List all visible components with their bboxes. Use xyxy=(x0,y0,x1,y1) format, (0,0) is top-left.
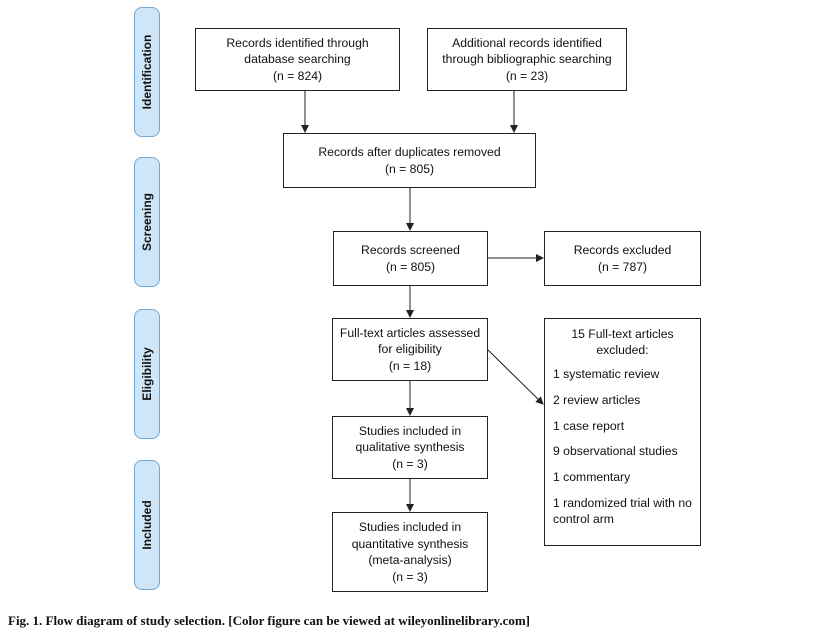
records-excluded-line: Records excluded xyxy=(573,243,672,257)
phase-identification: Identification xyxy=(134,7,160,137)
phase-screening: Screening xyxy=(134,157,160,287)
database-records-count: (n = 824) xyxy=(272,68,323,83)
arrow-fulltext-to-excluded-reasons xyxy=(487,349,544,405)
figure-caption: Fig. 1. Flow diagram of study selection.… xyxy=(8,613,530,628)
phase-eligibility: Eligibility xyxy=(134,309,160,439)
quantitative-synthesis-line: quantitative synthesis xyxy=(351,536,469,551)
after-duplicates-box: Records after duplicates removed (n = 80… xyxy=(283,133,536,188)
exclusion-reason-text: 1 case report xyxy=(553,418,625,433)
bibliographic-records-box: Additional records identified through bi… xyxy=(427,28,627,91)
bibliographic-records-line: Additional records identified xyxy=(452,35,602,50)
qualitative-synthesis-line: qualitative synthesis xyxy=(355,440,465,455)
fulltext-assessed-box: Full-text articles assessed for eligibil… xyxy=(332,318,488,381)
records-excluded-box: Records excluded (n = 787) xyxy=(544,231,701,286)
records-excluded-count: (n = 787) xyxy=(597,259,648,274)
qualitative-synthesis-line: Studies included in xyxy=(358,423,462,438)
fulltext-excluded-heading-line: 15 Full-text articles xyxy=(571,327,674,341)
after-duplicates-count: (n = 805) xyxy=(384,161,435,176)
exclusion-reason: 2 review articles xyxy=(553,392,700,408)
quantitative-synthesis-line: Studies included in xyxy=(358,520,462,534)
exclusion-reason: 1 randomized trial with no control arm xyxy=(553,495,700,527)
exclusion-reason: 1 commentary xyxy=(553,469,700,485)
phase-included: Included xyxy=(134,460,160,590)
bibliographic-records-line: through bibliographic searching xyxy=(442,52,612,67)
exclusion-reason-text: 9 observational studies xyxy=(553,444,678,459)
exclusion-reason: 1 case report xyxy=(553,418,700,434)
database-records-box: Records identified through database sear… xyxy=(195,28,400,91)
exclusion-reason-text: 1 commentary xyxy=(553,470,631,485)
records-screened-count: (n = 805) xyxy=(385,259,436,274)
exclusion-reason-text: 1 randomized trial with no xyxy=(553,495,692,510)
exclusion-reason-text: 1 systematic review xyxy=(553,367,660,381)
records-screened-line: Records screened xyxy=(361,243,460,257)
quantitative-synthesis-count: (n = 3) xyxy=(392,569,428,584)
database-records-line: Records identified through xyxy=(226,35,369,50)
fulltext-assessed-line: for eligibility xyxy=(378,342,442,357)
qualitative-synthesis-count: (n = 3) xyxy=(392,456,428,471)
after-duplicates-line: Records after duplicates removed xyxy=(318,145,501,159)
qualitative-synthesis-box: Studies included in qualitative synthesi… xyxy=(332,416,488,479)
fulltext-excluded-heading-line: excluded: xyxy=(596,343,649,357)
fulltext-excluded-box: 15 Full-text articles excluded: 1 system… xyxy=(544,318,701,546)
bibliographic-records-count: (n = 23) xyxy=(505,68,549,83)
exclusion-reason: 1 systematic review xyxy=(553,366,700,382)
fulltext-assessed-count: (n = 18) xyxy=(388,358,432,373)
records-screened-box: Records screened (n = 805) xyxy=(333,231,488,286)
fulltext-assessed-line: Full-text articles assessed xyxy=(339,325,481,340)
fulltext-excluded-heading: 15 Full-text articles excluded: xyxy=(545,326,700,358)
database-records-line: database searching xyxy=(244,52,351,67)
exclusion-reason: 9 observational studies xyxy=(553,443,700,459)
exclusion-reason-text: control arm xyxy=(553,511,614,526)
exclusion-reason-text: 2 review articles xyxy=(553,392,641,407)
quantitative-synthesis-box: Studies included in quantitative synthes… xyxy=(332,512,488,592)
exclusion-reasons-list: 1 systematic review 2 review articles 1 … xyxy=(545,366,700,527)
quantitative-synthesis-line: (meta-analysis) xyxy=(368,553,452,567)
